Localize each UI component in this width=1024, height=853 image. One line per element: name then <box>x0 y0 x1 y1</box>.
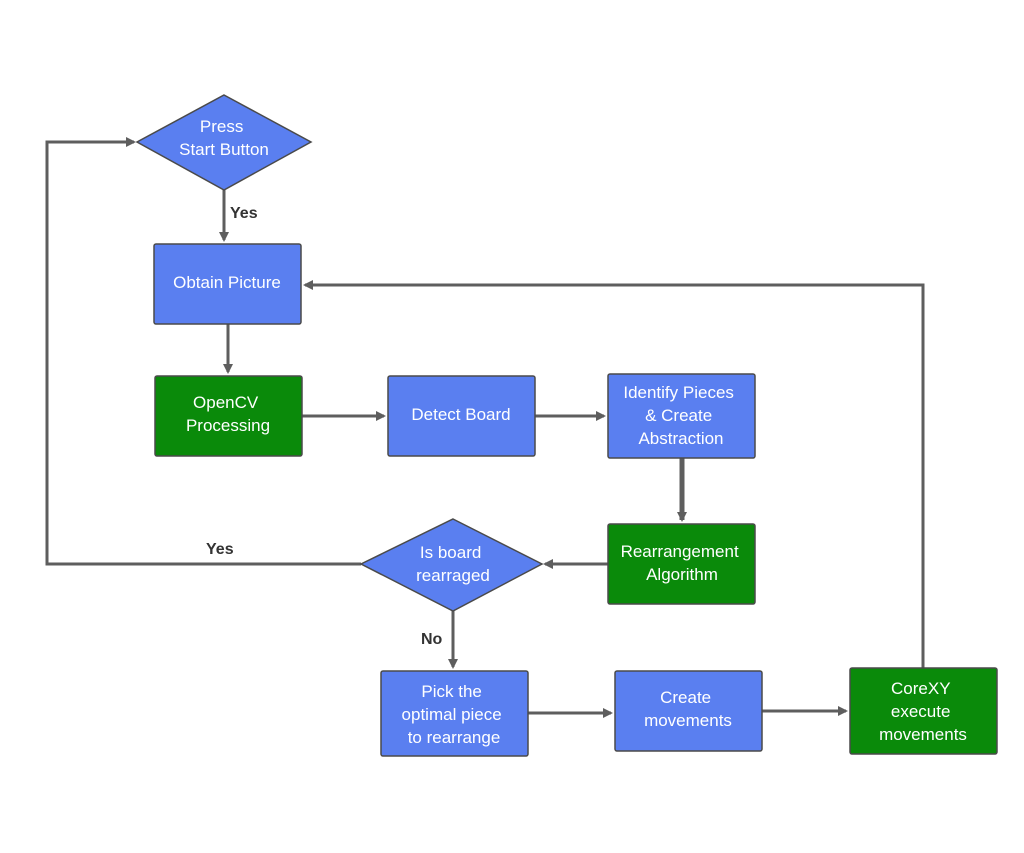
svg-text:Rearrangement Algorith: Rearrangement Algorithm <box>621 542 744 584</box>
svg-text:Is board rearraged: Is board rearraged <box>416 543 490 585</box>
svg-text:Press Start Button: Press Start Button <box>179 117 269 159</box>
svg-text:Identify Pieces & Crea: Identify Pieces & Create Abstraction <box>623 383 738 448</box>
corexy-line-1: CoreXY <box>891 679 950 698</box>
opencv-line-1: OpenCV <box>193 393 259 412</box>
node-obtain-picture: Obtain Picture <box>153 243 302 325</box>
edge-labels: Yes Yes No <box>206 205 443 648</box>
is-board-line-2: rearraged <box>416 566 490 585</box>
svg-text:Detect Board: Detect Board <box>411 405 510 424</box>
is-board-shape <box>359 518 544 612</box>
press-start-line-1: Press <box>200 117 243 136</box>
obtain-picture-shape <box>153 243 302 325</box>
corexy-line-2: execute <box>891 702 951 721</box>
create-movements-line-1: Create <box>660 688 711 707</box>
detect-board-shape <box>387 375 536 457</box>
opencv-line-2: Processing <box>186 416 270 435</box>
svg-text:Obtain Picture: Obtain Picture <box>173 273 281 292</box>
node-detect-board: Detect Board <box>387 375 536 457</box>
press-start-shape <box>135 94 313 191</box>
identify-pieces-line-3: Abstraction <box>638 429 723 448</box>
create-movements-shape <box>614 670 763 752</box>
create-movements-line-2: movements <box>644 711 732 730</box>
edge-isboard-yes-loop <box>45 137 361 566</box>
detect-board-line-1: Detect Board <box>411 405 510 424</box>
pick-piece-line-1: Pick the <box>421 682 481 701</box>
opencv-shape <box>154 375 303 457</box>
board-yes-label: Yes <box>206 541 234 558</box>
edge-corexy-loop <box>303 280 925 668</box>
press-start-line-2: Start Button <box>179 140 269 159</box>
node-pick-piece: Pick the optimal piece to rearrange <box>380 670 529 757</box>
svg-text:CoreXY execute: CoreXY execute movements <box>879 679 967 744</box>
identify-pieces-line-1: Identify Pieces <box>623 383 734 402</box>
corexy-shape <box>849 667 998 755</box>
node-create-movements: Create movements <box>614 670 763 752</box>
is-board-line-1: Is board <box>420 543 481 562</box>
node-identify-pieces: Identify Pieces & Create Abstraction <box>607 373 756 459</box>
node-rearrangement: Rearrangement Algorithm <box>607 523 756 605</box>
corexy-line-3: movements <box>879 725 967 744</box>
node-corexy: CoreXY execute movements <box>849 667 998 755</box>
identify-pieces-shape <box>607 373 756 459</box>
identify-pieces-line-2: & Create <box>645 406 712 425</box>
start-yes-label: Yes <box>230 205 258 222</box>
board-no-label: No <box>421 631 443 648</box>
node-press-start: Press Start Button <box>135 94 313 191</box>
svg-text:Pick the optimal piece: Pick the optimal piece to rearrange <box>402 682 507 747</box>
rearrangement-line-2: Algorithm <box>646 565 718 584</box>
svg-text:OpenCV Processing: OpenCV Processing <box>186 393 270 435</box>
node-opencv: OpenCV Processing <box>154 375 303 457</box>
nodes: Press Start Button Obtain Picture OpenCV… <box>135 94 998 757</box>
pick-piece-shape <box>380 670 529 757</box>
pick-piece-line-2: optimal piece <box>402 705 502 724</box>
rearrangement-line-1: Rearrangement <box>621 542 739 561</box>
edges <box>45 137 925 718</box>
obtain-picture-line-1: Obtain Picture <box>173 273 281 292</box>
pick-piece-line-3: to rearrange <box>408 728 501 747</box>
rearrangement-shape <box>607 523 756 605</box>
node-is-board: Is board rearraged <box>359 518 544 612</box>
svg-text:Create movements: Create movements <box>644 688 732 730</box>
